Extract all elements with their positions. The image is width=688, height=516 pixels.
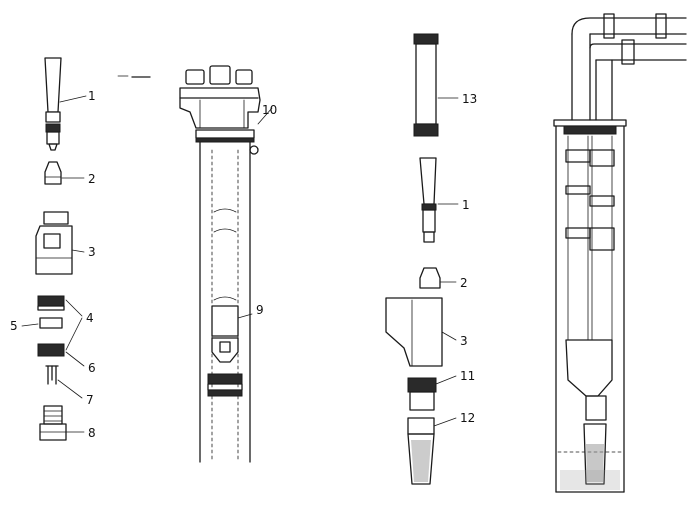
left-part-tip [44, 161, 62, 185]
left-leader-lines [21, 75, 151, 433]
label-left-4: 4 [86, 311, 94, 325]
label-right-1: 1 [462, 198, 470, 212]
label-right-11: 11 [460, 369, 475, 383]
left-part-clip [45, 365, 59, 385]
label-right-13: 13 [462, 92, 477, 106]
left-part-insert [39, 317, 63, 329]
right-part-nozzle [419, 157, 437, 243]
left-part-adapter [39, 405, 67, 441]
label-left-3: 3 [88, 245, 96, 259]
left-well-assembly [179, 65, 273, 463]
right-well-cross-section [553, 13, 687, 493]
label-right-12: 12 [460, 411, 475, 425]
label-left-2: 2 [88, 172, 96, 186]
left-part-nozzle [44, 57, 62, 151]
label-left-6: 6 [88, 361, 96, 375]
label-right-2: 2 [460, 276, 468, 290]
left-part-body [35, 211, 73, 275]
label-right-3: 3 [460, 334, 468, 348]
right-part-coupling [407, 377, 437, 411]
right-part-strainer [407, 417, 435, 485]
right-leader-lines [433, 97, 459, 427]
diagram-labels: 1 2 3 4 5 6 7 8 9 10 11 12 13 1 2 3 [10, 89, 477, 440]
label-left-10: 10 [262, 103, 277, 117]
left-part-fitting-upper [37, 295, 65, 311]
label-left-7: 7 [86, 393, 94, 407]
label-left-8: 8 [88, 426, 96, 440]
right-part-pipe [413, 33, 439, 137]
label-left-9: 9 [256, 303, 264, 317]
right-part-body [385, 297, 443, 367]
label-left-1: 1 [88, 89, 96, 103]
label-left-5: 5 [10, 319, 18, 333]
left-part-nut [37, 343, 65, 357]
right-part-tip [419, 267, 441, 289]
